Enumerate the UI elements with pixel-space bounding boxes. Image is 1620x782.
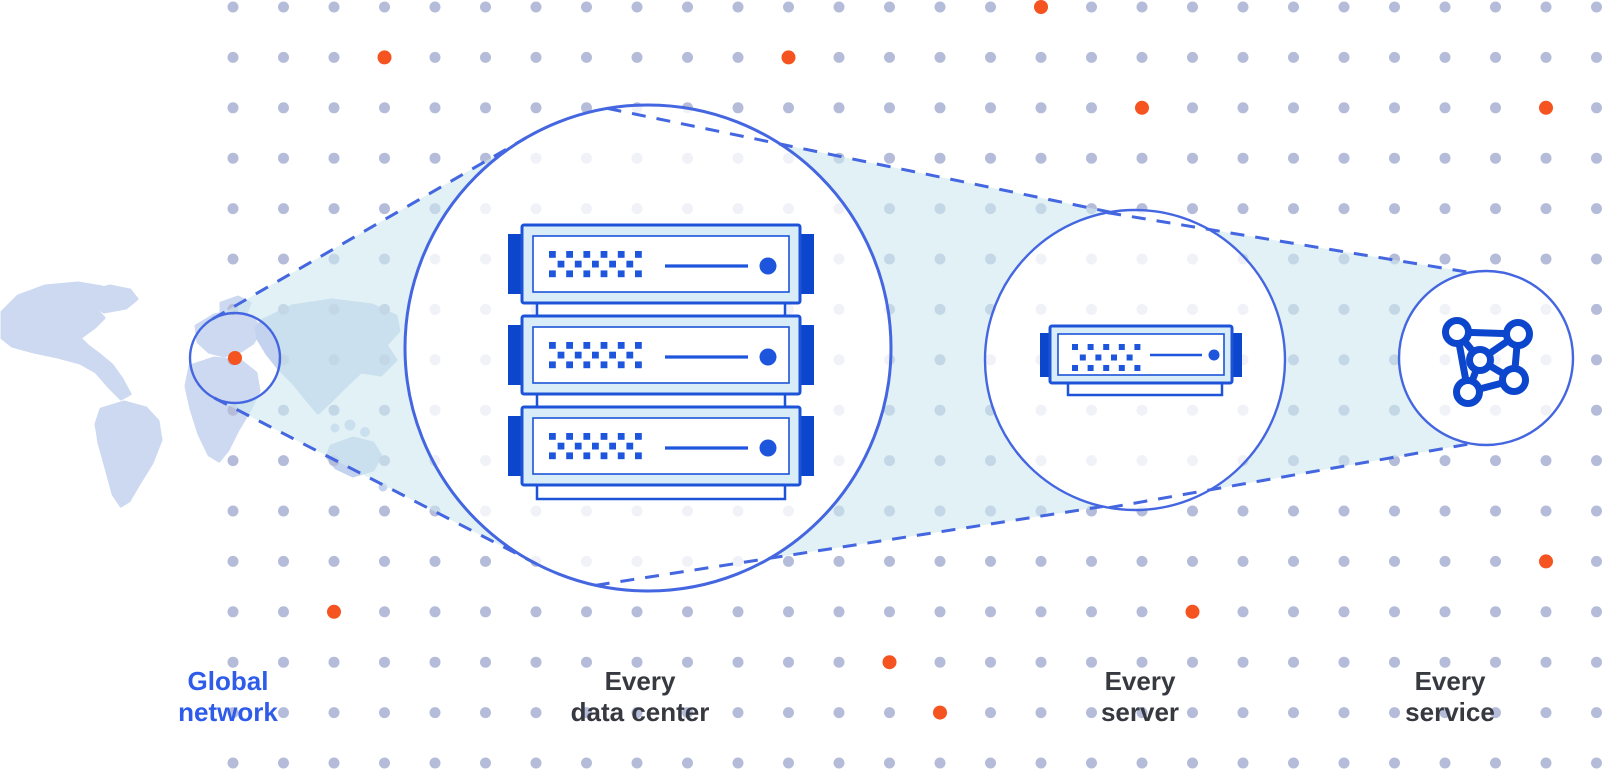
label-line: service [1405, 697, 1495, 727]
label-line: Every [604, 666, 676, 696]
server-rack-icon [508, 223, 1242, 501]
location-marker-dot [228, 351, 242, 365]
network-mesh-icon [1442, 317, 1533, 407]
server-unit-icon [508, 314, 814, 396]
server-unit-icon [508, 223, 814, 305]
label-line: data center [570, 697, 710, 727]
dashed-guide-lines [211, 106, 1472, 587]
label-line: Global [187, 666, 269, 696]
map-highlight-circle [188, 311, 282, 405]
server-unit-icon [508, 405, 814, 487]
label-line: Every [1104, 666, 1176, 696]
label-every-service: Every service [1405, 666, 1495, 728]
label-global-network: Global network [178, 666, 278, 728]
label-line: Every [1414, 666, 1486, 696]
label-every-data-center: Every data center [571, 666, 710, 728]
server-unit-icon [1040, 324, 1242, 385]
label-line: network [178, 697, 278, 727]
label-line: server [1100, 697, 1180, 727]
label-every-server: Every server [1101, 666, 1179, 728]
